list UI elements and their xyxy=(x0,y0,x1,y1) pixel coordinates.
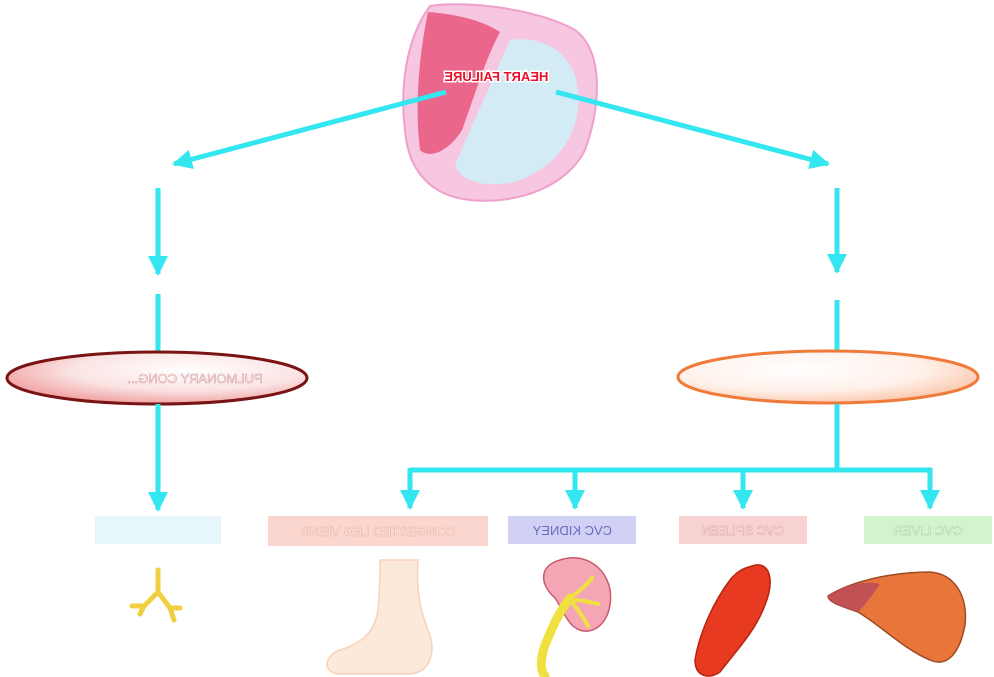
organ-box-liver xyxy=(864,516,992,544)
organ-label-legs: CONGESTED LEG VEINS xyxy=(301,524,456,539)
organ-box-lungs xyxy=(95,516,221,544)
spleen-icon xyxy=(694,564,771,677)
organ-box-legs xyxy=(268,516,488,546)
kidney-icon xyxy=(536,557,612,677)
bronchi-icon xyxy=(129,567,183,623)
left-branch-label: PULMONARY CONG... xyxy=(127,371,262,386)
heart-icon xyxy=(402,3,598,202)
organ-label-kidney: CVC KIDNEY xyxy=(532,523,612,538)
root-label: HEART FAILURE xyxy=(444,69,548,84)
organ-box-spleen xyxy=(679,516,807,544)
liver-icon xyxy=(827,571,967,663)
foot-icon xyxy=(326,559,433,675)
arrow-root-left xyxy=(172,89,447,170)
organ-label-spleen: CVC SPLEEN xyxy=(702,523,784,538)
organ-box-kidney xyxy=(508,516,636,544)
right-branch-ellipse xyxy=(676,349,980,405)
arrow-root-right xyxy=(555,89,830,170)
organ-label-liver: CVC LIVER xyxy=(894,523,963,538)
